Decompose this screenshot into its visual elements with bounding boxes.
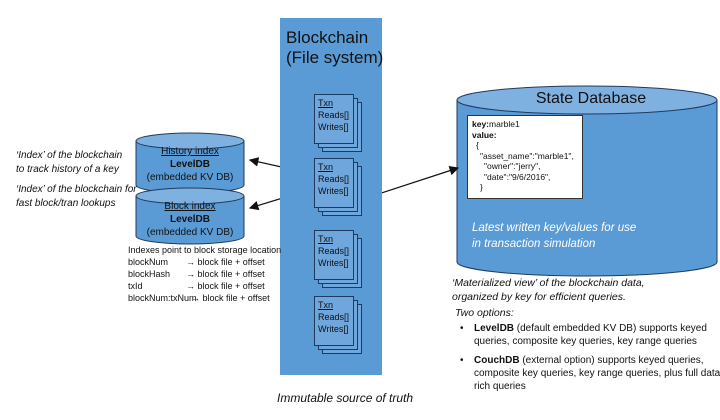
pointer-key: txId [128,281,143,291]
history-index-engine: LevelDB [169,159,210,170]
pointer-key: blockNum:txNum [128,293,197,303]
block-index-engine: LevelDB [169,214,210,225]
pointer-key: blockNum [128,257,169,267]
blockchain-title: Blockchain (File system) [286,28,384,67]
pointer-value: → block file + offset [186,269,265,279]
immutable-caption: Immutable source of truth [277,391,414,405]
option-couchdb: • CouchDB (external option) supports key… [460,354,720,393]
state-db-title: State Database [535,90,647,107]
txn-writes-label: Writes[] [318,324,349,334]
txn-id-label: Txn [318,300,334,310]
kv-example-box: key:marble1 value: { "asset_name":"marbl… [467,115,583,199]
block-index-sub: (embedded KV DB) [146,227,234,238]
history-index-title: History index [161,146,219,157]
pointer-value: → block file + offset [191,293,270,303]
pointer-value: → block file + offset [186,257,265,267]
pointers-heading: Indexes point to block storage location [128,245,282,255]
history-index-sub: (embedded KV DB) [146,172,234,183]
txn-reads-label: Reads[] [318,174,350,184]
block-index-label: Block index LevelDB (embedded KV DB) [130,200,250,239]
kv-key-value: marble1 [489,119,520,129]
txn-id-label: Txn [318,234,334,244]
option-name: CouchDB [474,355,520,366]
option-leveldb: • LevelDB (default embedded KV DB) suppo… [460,322,720,348]
block-index-caption: ‘Index’ of the blockchain for fast block… [16,184,137,209]
history-index-caption: ‘Index’ of the blockchain to track histo… [16,150,123,175]
txn-reads-label: Reads[] [318,312,350,322]
bullet-icon: • [460,355,464,366]
arrow-to-state-db [371,166,460,197]
pointer-value: → block file + offset [186,281,265,291]
index-pointers: Indexes point to block storage location … [128,244,281,304]
txn-id-label: Txn [318,98,334,108]
option-text: (default embedded KV DB) supports keyed … [474,323,707,347]
kv-line: "owner":"jerry", [484,161,541,171]
txn-writes-label: Writes[] [318,122,349,132]
option-text: (external option) supports keyed queries… [474,355,720,392]
txn-reads-label: Reads[] [318,246,350,256]
block-index-title: Block index [164,201,216,212]
txn-writes-label: Writes[] [318,186,349,196]
options-title: Two options: [455,307,514,319]
txn-id-label: Txn [318,162,334,172]
kv-line: "asset_name":"marble1", [480,150,574,161]
option-name: LevelDB [474,323,515,334]
txn-reads-label: Reads[] [318,110,350,120]
materialized-view-caption: ‘Materialized view’ of the blockchain da… [452,277,645,303]
block-index-cylinder [135,187,245,245]
history-index-label: History index LevelDB (embedded KV DB) [130,145,250,184]
kv-line: "date":"9/6/2016", [484,171,551,182]
state-db-caption: Latest written key/values for use in tra… [472,222,637,250]
bullet-icon: • [460,323,464,334]
kv-line: { [476,140,479,150]
pointer-key: blockHash [128,269,171,279]
kv-line: } [480,182,483,192]
txn-writes-label: Writes[] [318,258,349,268]
kv-value-label: value: [472,129,497,140]
kv-key-label: key: [472,119,490,129]
